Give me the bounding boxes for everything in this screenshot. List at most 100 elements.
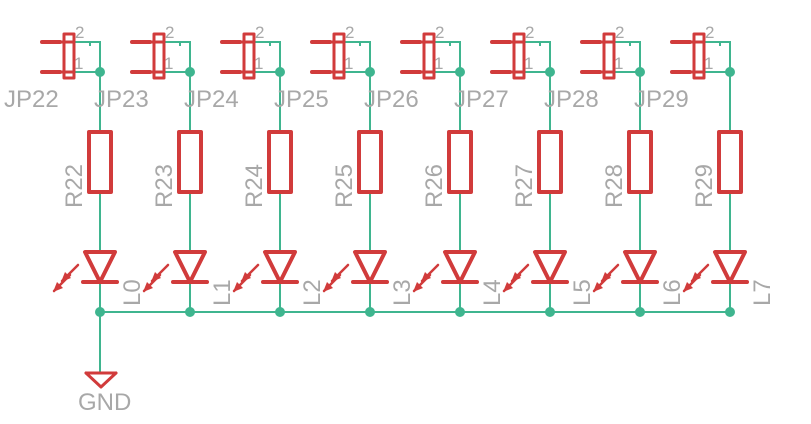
parts-layer <box>40 32 749 317</box>
junction-pin1 <box>365 67 375 77</box>
junction-bus <box>185 307 195 317</box>
led-label: L6 <box>659 279 686 306</box>
junction-bus <box>275 307 285 317</box>
led-emission-arrowhead-1 <box>143 282 153 292</box>
jumper-wire-pin2 <box>350 41 371 72</box>
jumper-body <box>692 32 706 80</box>
led-label: L5 <box>569 279 596 306</box>
led-triangle <box>83 250 117 284</box>
led-emission-arrowhead-1 <box>503 282 513 292</box>
jumper-body <box>242 32 256 80</box>
led-label: L7 <box>749 279 776 306</box>
led-emission-arrowhead-1 <box>683 282 693 292</box>
jumper-pin1-label: 1 <box>164 54 173 73</box>
jumper-label: JP25 <box>274 86 329 113</box>
ground-triangle <box>84 371 118 389</box>
jumper-label: JP24 <box>184 86 239 113</box>
led-emission-arrowhead-0 <box>151 272 161 282</box>
resistor-body <box>537 130 563 194</box>
led-triangle <box>173 250 207 284</box>
jumper-label: JP29 <box>634 86 689 113</box>
jumper-pin2-label: 2 <box>525 23 534 42</box>
jumper-pin2-label: 2 <box>345 23 354 42</box>
junction-bus <box>635 307 645 317</box>
channel-2 <box>220 32 299 317</box>
junction-bus <box>545 307 555 317</box>
jumper-pin2-label: 2 <box>165 23 174 42</box>
jumper-wire-pin2 <box>260 41 281 72</box>
led-label: L4 <box>479 279 506 306</box>
led-emission-arrowhead-0 <box>61 272 71 282</box>
resistor-body <box>87 130 113 194</box>
resistor-label: R24 <box>241 164 268 208</box>
junction-pin1 <box>185 67 195 77</box>
channel-7 <box>670 32 749 317</box>
jumper-body <box>62 32 76 80</box>
jumper-pin2-label: 2 <box>705 23 714 42</box>
jumper-wire-pin2 <box>710 41 731 72</box>
jumper-wire-pin2 <box>440 41 461 72</box>
jumper-body <box>152 32 166 80</box>
led-triangle <box>443 250 477 284</box>
led-emission-arrowhead-1 <box>233 282 243 292</box>
resistor-body <box>177 130 203 194</box>
labels-layer: 21JP22R22L021JP23R23L121JP24R24L221JP25R… <box>4 23 776 306</box>
channel-4 <box>400 32 479 317</box>
led-triangle <box>533 250 567 284</box>
resistor-label: R27 <box>511 164 538 208</box>
jumper-pin1-label: 1 <box>254 54 263 73</box>
channel-0 <box>40 32 119 317</box>
led-emission-arrowhead-0 <box>601 272 611 282</box>
jumper-pin1-label: 1 <box>344 54 353 73</box>
junction-pin1 <box>275 67 285 77</box>
led-emission-arrowhead-0 <box>331 272 341 282</box>
jumper-wire-pin2 <box>620 41 641 72</box>
led-emission-arrowhead-0 <box>691 272 701 282</box>
jumper-wire-pin2 <box>170 41 191 72</box>
jumper-body <box>512 32 526 80</box>
led-emission-arrowhead-0 <box>421 272 431 282</box>
led-emission-arrowhead-1 <box>413 282 423 292</box>
junction-pin1 <box>545 67 555 77</box>
led-emission-arrowhead-0 <box>241 272 251 282</box>
jumper-pin1-label: 1 <box>614 54 623 73</box>
led-emission-arrowhead-0 <box>511 272 521 282</box>
jumper-label: JP27 <box>454 86 509 113</box>
resistor-body <box>447 130 473 194</box>
jumper-pin1-label: 1 <box>434 54 443 73</box>
resistor-label: R26 <box>421 164 448 208</box>
led-label: L2 <box>299 279 326 306</box>
jumper-pin2-label: 2 <box>615 23 624 42</box>
led-emission-arrowhead-1 <box>593 282 603 292</box>
junction-bus <box>365 307 375 317</box>
channel-6 <box>580 32 659 317</box>
channel-3 <box>310 32 389 317</box>
led-label: L3 <box>389 279 416 306</box>
resistor-body <box>627 130 653 194</box>
junction-bus <box>455 307 465 317</box>
junction-pin1 <box>455 67 465 77</box>
junction-pin1 <box>725 67 735 77</box>
jumper-pin2-label: 2 <box>255 23 264 42</box>
junction-pin1 <box>635 67 645 77</box>
jumper-pin1-label: 1 <box>704 54 713 73</box>
led-triangle <box>353 250 387 284</box>
resistor-label: R25 <box>331 164 358 208</box>
jumper-label: JP23 <box>94 86 149 113</box>
resistor-label: R22 <box>61 164 88 208</box>
channel-5 <box>490 32 569 317</box>
jumper-label: JP26 <box>364 86 419 113</box>
jumper-pin1-label: 1 <box>74 54 83 73</box>
led-emission-arrowhead-1 <box>323 282 333 292</box>
resistor-label: R28 <box>601 164 628 208</box>
jumper-pin2-label: 2 <box>75 23 84 42</box>
